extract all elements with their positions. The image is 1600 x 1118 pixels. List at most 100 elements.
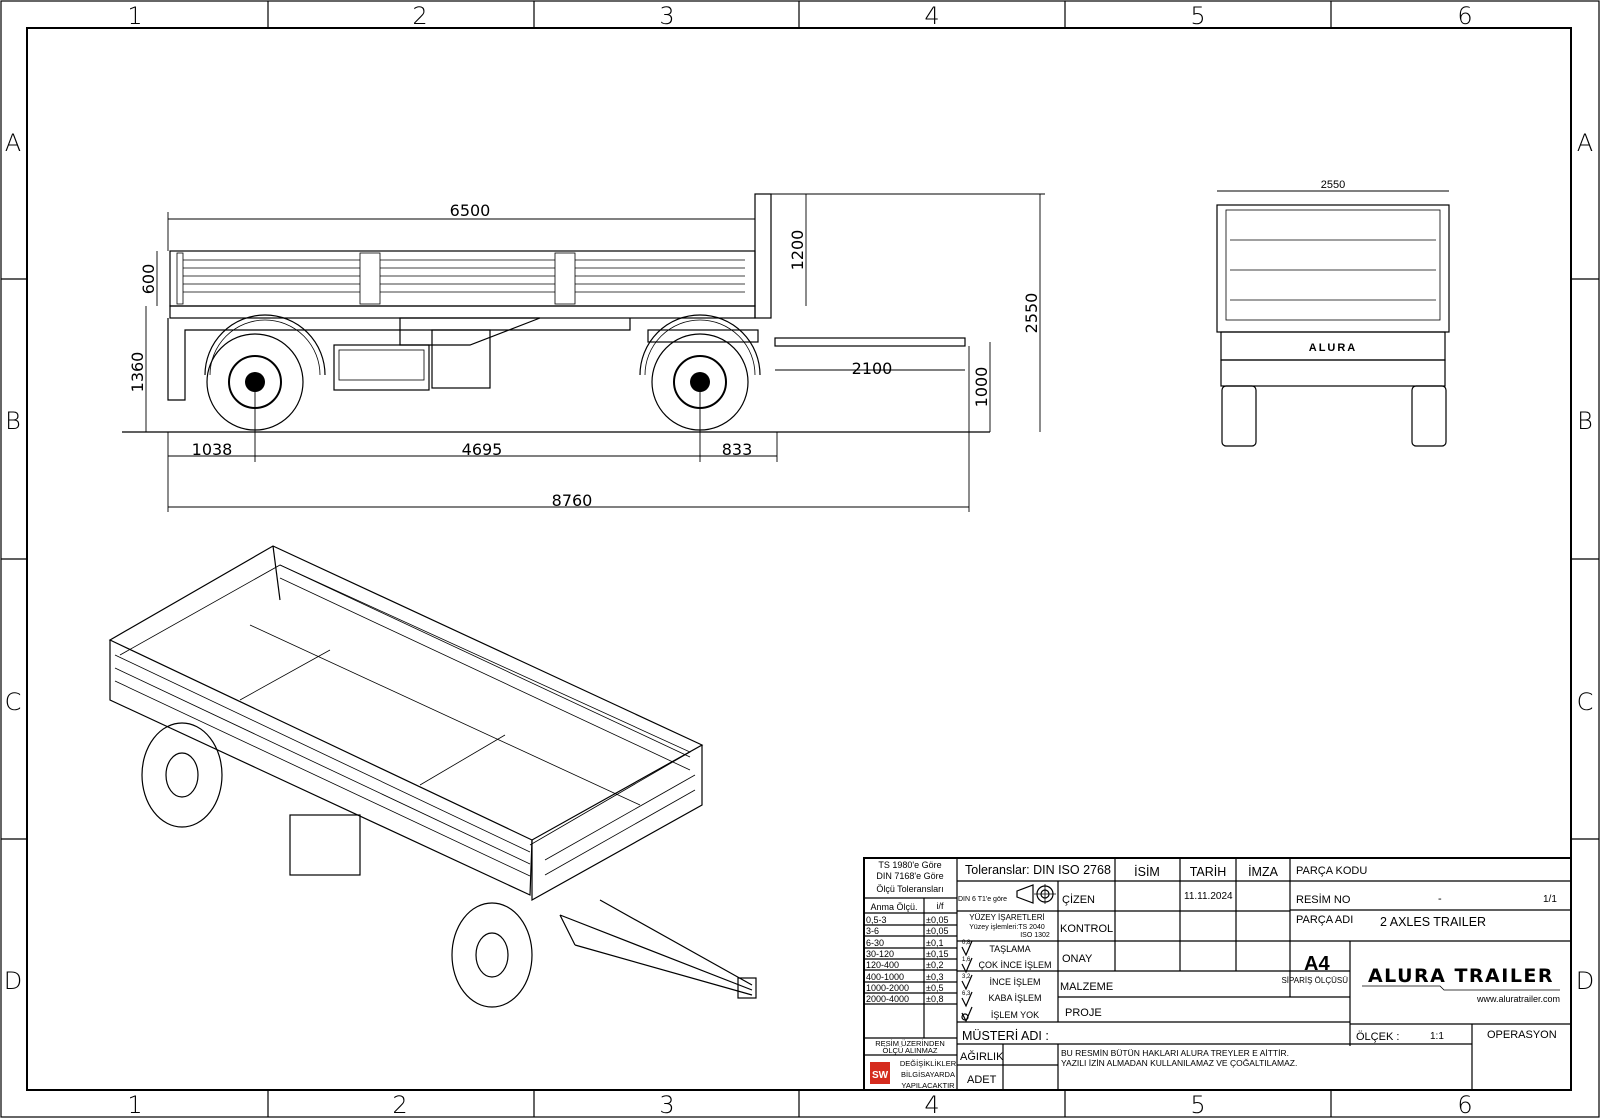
svg-text:1,6: 1,6 [962, 957, 971, 963]
drawn-date: 11.11.2024 [1184, 891, 1233, 902]
role-checked: KONTROL [1060, 923, 1113, 935]
dimension-label: 2550 [1321, 179, 1345, 191]
row-label: A [1577, 129, 1593, 157]
row-label: B [5, 407, 21, 435]
column-label: 6 [1457, 2, 1472, 30]
wheel-icon [1221, 385, 1257, 447]
row-label: C [1577, 688, 1594, 716]
row-label: D [4, 967, 22, 995]
surface-label: İNCE İŞLEM [989, 977, 1040, 987]
dimension-label: 1200 [788, 230, 807, 271]
surface-finish-icon [961, 940, 973, 957]
dimension-label: 4695 [462, 440, 503, 459]
column-label: 5 [1190, 1091, 1205, 1118]
scale-value: 1:1 [1430, 1031, 1444, 1042]
tolerance-range: 2000-4000 [866, 994, 909, 1004]
surface-finish-icon [961, 991, 973, 1008]
column-label: 6 [1457, 1091, 1472, 1118]
scale-label: ÖLÇEK : [1356, 1031, 1399, 1043]
isometric-view [108, 545, 757, 1008]
column-label: 1 [127, 2, 142, 30]
surface-standard: ISO 1302 [1020, 932, 1050, 939]
svg-text:3,2: 3,2 [962, 974, 971, 980]
column-label: 1 [127, 1091, 142, 1118]
tolerance-value: ±0,3 [926, 972, 943, 982]
svg-text:SW: SW [872, 1070, 889, 1081]
dimension-label: 1360 [128, 352, 147, 393]
tolerance-range: 0,5-3 [866, 915, 887, 925]
column-label: 4 [924, 1091, 939, 1118]
drawing-no-value: - [1438, 893, 1442, 905]
order-size-label: SİPARİŞ ÖLÇÜSÜ [1281, 976, 1348, 985]
projection-label: DIN 6 T1'e göre [958, 896, 1007, 903]
sw-note: DEĞİŞİKLİKLER [900, 1059, 957, 1068]
weight-label: AĞIRLIK [960, 1050, 1004, 1063]
svg-text:ALURA TRAILER: ALURA TRAILER [1368, 965, 1554, 987]
surface-label: KABA İŞLEM [988, 993, 1041, 1003]
date-header: TARİH [1190, 865, 1227, 879]
sw-note: YAPILACAKTIR [901, 1081, 955, 1090]
surface-finish-icon [961, 974, 973, 991]
tolerance-header: i/f [936, 901, 944, 911]
dimension-label: 833 [722, 440, 753, 459]
dimension-label: 2100 [852, 359, 893, 378]
dimension-label: 1000 [972, 367, 991, 408]
row-label: A [5, 129, 21, 157]
rights-note: YAZILI İZİN ALMADAN KULLANILAMAZ VE ÇOĞA… [1061, 1058, 1297, 1068]
column-label: 2 [412, 2, 427, 30]
role-project: PROJE [1065, 1007, 1102, 1019]
tolerance-value: ±0,05 [926, 915, 948, 925]
title-block: TS 1980'e Göre DIN 7168'e Göre Ölçü Tole… [863, 857, 1572, 1091]
solidworks-logo: SW [870, 1062, 890, 1084]
role-material: MALZEME [1060, 981, 1113, 993]
side-view: 6500 600 1360 1200 2550 1000 2100 1038 4… [122, 193, 1045, 512]
role-drawn: ÇİZEN [1062, 893, 1095, 906]
tolerance-value: ±0,05 [926, 926, 948, 936]
row-label: C [5, 688, 22, 716]
surface-finish-icon [961, 957, 973, 974]
rear-brand-plate: ALURA [1309, 342, 1358, 354]
rear-view: 2550 ALURA [1216, 179, 1450, 447]
row-label: D [1576, 967, 1594, 995]
tolerance-standard: TS 1980'e Göre [878, 860, 941, 870]
part-name: 2 AXLES TRAILER [1380, 915, 1486, 929]
role-approved: ONAY [1062, 953, 1093, 965]
quantity-label: ADET [967, 1074, 997, 1086]
rights-note: BU RESMİN BÜTÜN HAKLARI ALURA TREYLER E … [1061, 1048, 1289, 1058]
svg-text:0,8: 0,8 [962, 940, 971, 946]
part-code-label: PARÇA KODU [1296, 865, 1367, 877]
tolerance-range: 3-6 [866, 926, 879, 936]
sheet-number: 1/1 [1543, 894, 1557, 905]
drawing-no-label: RESİM NO [1296, 893, 1351, 906]
tolerance-table: 0,5-3±0,05 3-6±0,05 6-30±0,1 30-120±0,15… [866, 915, 948, 1004]
tolerance-value: ±0,15 [926, 949, 948, 959]
surface-label: TAŞLAMA [989, 944, 1030, 954]
part-name-label: PARÇA ADI [1296, 914, 1353, 926]
surface-finish-icon [961, 1006, 973, 1023]
no-measure-note: RESİM ÜZERİNDEN [875, 1039, 945, 1048]
dimension-label: 600 [139, 264, 158, 295]
tolerance-standard: DIN 7168'e Göre [876, 871, 943, 881]
signature-header: İMZA [1248, 865, 1279, 879]
surface-title: YÜZEY İŞARETLERİ [969, 913, 1044, 922]
tolerance-standard: Ölçü Toleransları [876, 884, 943, 894]
wheel-icon [451, 902, 533, 1008]
paper-size: A4 [1304, 953, 1330, 975]
dimension-label: 8760 [552, 491, 593, 510]
tolerance-range: 120-400 [866, 960, 899, 970]
tolerance-header: Anma Ölçü. [870, 902, 917, 912]
row-label: B [1577, 407, 1593, 435]
dimension-label: 2550 [1022, 293, 1041, 334]
tolerance-range: 400-1000 [866, 972, 904, 982]
column-label: 3 [659, 1091, 674, 1118]
column-label: 4 [924, 2, 939, 30]
sw-note: BİLGİSAYARDA [901, 1070, 955, 1079]
alura-trailer-logo: ALURA TRAILER www.aluratrailer.com [1362, 965, 1560, 1004]
no-measure-note: ÖLÇÜ ALINMAZ [882, 1046, 937, 1055]
customer-label: MÜSTERİ ADI : [962, 1029, 1049, 1043]
projection-symbol-icon [1016, 884, 1056, 904]
tolerance-value: ±0,5 [926, 983, 943, 993]
tolerance-value: ±0,2 [926, 960, 943, 970]
